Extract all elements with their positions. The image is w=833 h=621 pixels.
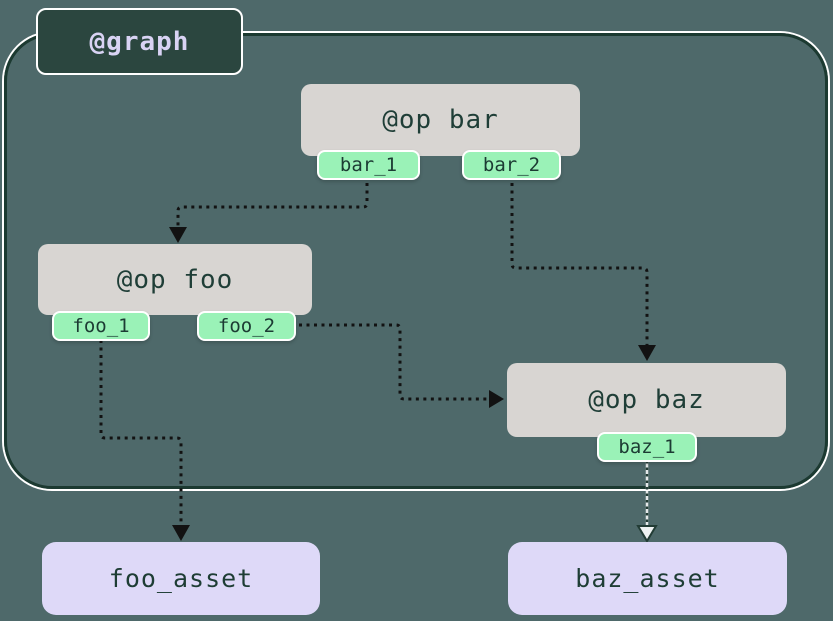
output-tag-foo-2: foo_2 bbox=[197, 311, 296, 341]
graph-label: @graph bbox=[36, 8, 243, 75]
node-op-bar: @op bar bar_1 bar_2 bbox=[301, 84, 580, 180]
node-op-baz: @op baz baz_1 bbox=[507, 363, 786, 462]
op-foo-title: @op foo bbox=[116, 264, 234, 295]
node-baz-asset: baz_asset bbox=[508, 542, 787, 615]
node-op-foo: @op foo foo_1 foo_2 bbox=[38, 244, 312, 341]
arrowhead-baz1-to-baz-asset bbox=[636, 525, 658, 543]
output-tag-bar-1: bar_1 bbox=[317, 150, 420, 180]
output-tag-bar-2: bar_2 bbox=[462, 150, 561, 180]
graph-boundary bbox=[4, 33, 828, 489]
output-tag-foo-1: foo_1 bbox=[52, 311, 150, 341]
node-foo-asset: foo_asset bbox=[42, 542, 320, 615]
output-tag-baz-1: baz_1 bbox=[597, 432, 697, 462]
arrowhead-foo1-to-foo-asset bbox=[172, 525, 190, 541]
op-baz-title: @op baz bbox=[588, 385, 705, 415]
op-bar-title: @op bar bbox=[382, 105, 499, 135]
